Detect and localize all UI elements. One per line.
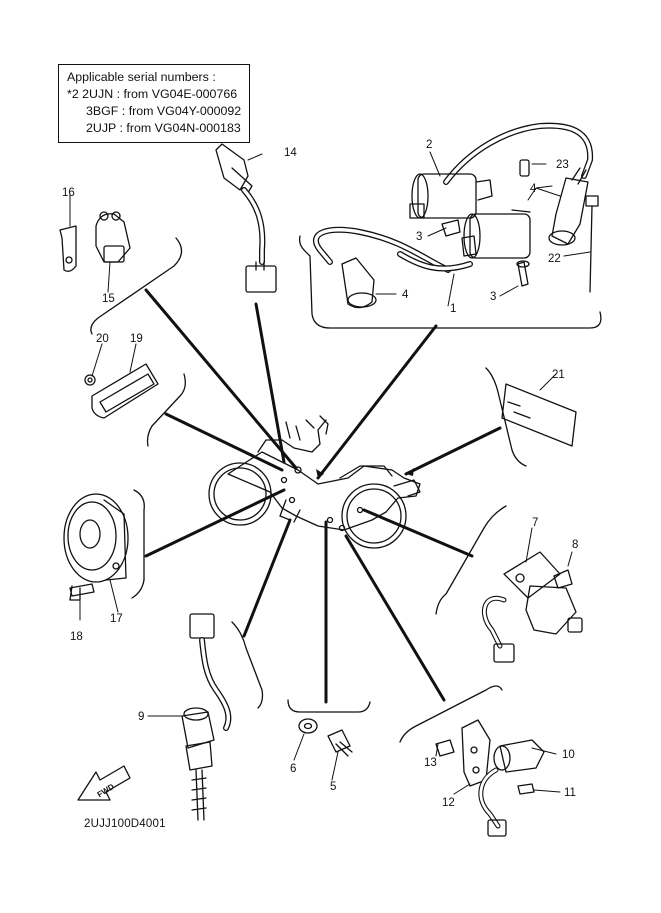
- callout-7: 7: [532, 517, 538, 529]
- clutch-switch-group: [59, 211, 131, 272]
- callout-6: 6: [290, 763, 296, 775]
- bracket-right-top: [485, 367, 527, 467]
- callout-4-upper: 4: [530, 183, 537, 195]
- callout-13: 13: [424, 757, 437, 769]
- callout-21: 21: [552, 369, 565, 381]
- starter-relay-group: [481, 551, 583, 663]
- callout-3-right: 3: [490, 291, 496, 303]
- serial-line-3: 2UJP : from VG04N-000183: [86, 121, 241, 135]
- callout-16: 16: [62, 187, 75, 199]
- serials-title: Applicable serial numbers :: [67, 70, 216, 84]
- brake-switch-group: [215, 143, 277, 293]
- callout-19: 19: [130, 333, 143, 345]
- leader-15: [144, 288, 298, 470]
- leader-10: [344, 534, 446, 702]
- bracket-top-left: [90, 237, 183, 335]
- callout-3-left: 3: [416, 231, 422, 243]
- callout-22: 22: [548, 253, 561, 265]
- bracket-bottom-right: [399, 685, 503, 743]
- callout-23: 23: [556, 159, 569, 171]
- callout-8: 8: [572, 539, 578, 551]
- bracket-left-mid: [146, 373, 186, 447]
- callout-11: 11: [564, 787, 576, 799]
- leader-21: [404, 426, 502, 476]
- serial-line-2: 3BGF : from VG04Y-000092: [86, 104, 242, 118]
- leader-horn: [144, 488, 286, 558]
- bracket-right-mid: [435, 505, 507, 615]
- serial-line-1: *2 2UJN : from VG04E-000766: [67, 87, 238, 101]
- callout-9: 9: [138, 711, 144, 723]
- bolt-washer-group: [298, 718, 353, 757]
- bracket-lower-left: [231, 621, 264, 709]
- bracket-horn: [131, 489, 145, 599]
- ignition-coil-group: [312, 122, 599, 309]
- fwd-arrow-label: FWD: [96, 782, 116, 799]
- bracket-bottom-center: [287, 699, 371, 713]
- applicable-serials-box: Applicable serial numbers : *2 2UJN : fr…: [58, 64, 250, 143]
- rear-switch-group: [435, 719, 545, 837]
- callout-2: 2: [426, 139, 432, 151]
- leader-19: [164, 412, 284, 472]
- callout-10: 10: [562, 749, 575, 761]
- callout-4-lower: 4: [402, 289, 409, 301]
- fwd-arrow-shape: [77, 765, 131, 801]
- callout-12: 12: [442, 797, 455, 809]
- leader-coil: [316, 324, 438, 480]
- callout-1: 1: [450, 303, 456, 315]
- callout-14: 14: [284, 147, 297, 159]
- reflector-rear-group: [84, 363, 159, 419]
- callout-15: 15: [102, 293, 115, 305]
- horn-group: [63, 493, 129, 601]
- leader-lines: [144, 288, 502, 704]
- leader-7: [362, 508, 474, 558]
- callout-18: 18: [70, 631, 83, 643]
- motorcycle-silhouette: [208, 415, 421, 549]
- neutral-switch-group: [181, 613, 232, 821]
- reflector-side-group: [501, 383, 577, 447]
- leader-9: [242, 518, 292, 638]
- callout-17: 17: [110, 613, 123, 625]
- callout-5: 5: [330, 781, 336, 793]
- drawing-code: 2UJJ100D4001: [84, 818, 166, 830]
- bracket-top-right: [298, 235, 602, 329]
- callout-20: 20: [96, 333, 109, 345]
- leader-14: [254, 302, 286, 464]
